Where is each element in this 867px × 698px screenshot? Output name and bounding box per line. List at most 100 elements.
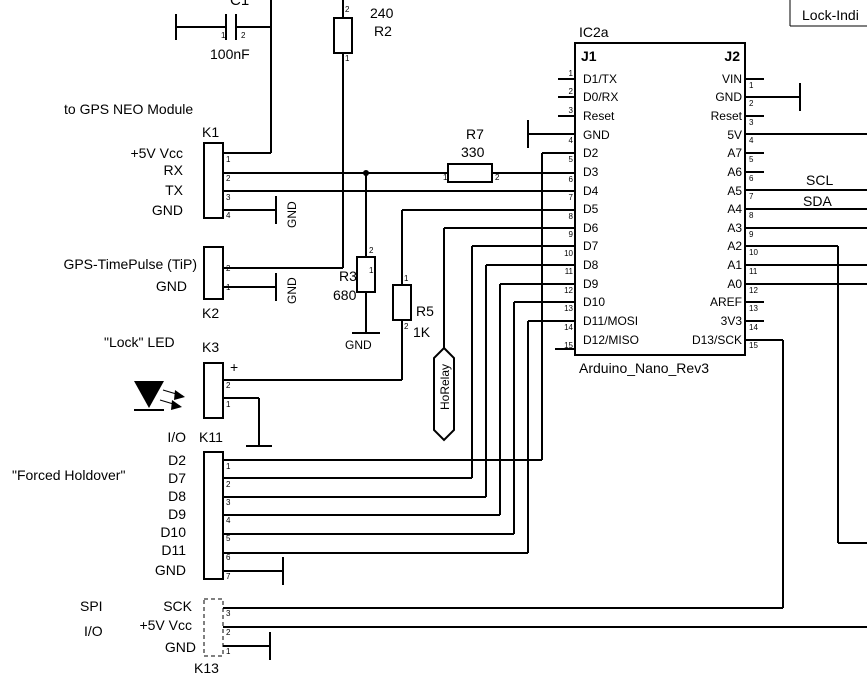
k3-pin-num: 2 [226,381,231,390]
j1-pin-num: 3 [569,106,574,115]
j2-pin-label: GND [715,90,742,104]
k13-ref: K13 [194,660,219,676]
k1-pin-label: RX [164,162,184,178]
j1-pin-num: 6 [569,175,574,184]
r2-pin1-num: 1 [345,54,350,63]
k11-pin-label: D7 [168,470,186,486]
j2-pin-num: 14 [749,323,758,332]
k13-pin-label: SCK [163,598,192,614]
k13-pin-num: 2 [226,628,231,637]
r5-pin2-num: 2 [404,322,409,331]
j2-pin-label: AREF [710,295,742,309]
k11-pin-label: D9 [168,506,186,522]
j1-pin-num: 4 [569,136,574,145]
j2-pin-num: 12 [749,286,758,295]
k13-pin-label: GND [165,639,196,655]
r2-value: 240 [370,5,394,21]
k11-pin-num: 7 [226,572,231,581]
r5-value: 1K [413,324,431,340]
resistor-r2: 240 R2 2 1 [333,0,394,268]
j1-pin-label: D6 [583,221,599,235]
header-k11: I/O K11 "Forced Holdover" D2 D7 D8 D9 D1… [12,152,575,585]
j1-pin-label: D3 [583,165,599,179]
j2-pin-num: 15 [749,341,758,350]
ic-name: Arduino_Nano_Rev3 [579,360,709,376]
lock-indicator-label: Lock-Indi [802,7,859,23]
k2-title: GPS-TimePulse (TiP) [63,256,197,272]
j2-pin-label: A1 [727,258,742,272]
k13-pin-num: 3 [226,609,231,618]
gnd-label: GND [285,201,299,228]
j1-pin-num: 11 [565,267,574,276]
j1-pin-label: D12/MISO [583,333,639,347]
j1-pin-num: 10 [564,249,573,258]
j1-pin-label: D8 [583,258,599,272]
header-k3: "Lock" LED K3 + 2 1 [104,334,272,447]
k11-pin-num: 2 [226,480,231,489]
j1-pin-num: 2 [569,87,574,96]
k3-ref: K3 [202,339,219,355]
lock-indicator-block: Lock-Indi [789,0,867,27]
j2-pin-num: 6 [749,174,754,183]
j1-pin-num: 12 [564,286,573,295]
r2-pin2-num: 2 [345,5,350,14]
j2-pin-label: 3V3 [721,314,743,328]
k2-pin-label: GND [156,278,187,294]
k1-pin-label: TX [165,182,184,198]
r5-ref: R5 [416,303,434,319]
j2-pin-label: A2 [727,239,742,253]
capacitor-c1: C1 100nF 1 2 [175,0,272,153]
k11-pin-label: D8 [168,488,186,504]
j1-pin-label: Reset [583,109,615,123]
k11-pin-num: 6 [226,553,231,562]
j2-pin-num: 2 [749,99,754,108]
j2-pin-num: 1 [749,81,754,90]
k3-pin-num: 1 [226,400,231,409]
j1-pin-label: D9 [583,277,599,291]
k11-pin-num: 1 [226,462,231,471]
j2-pin-num: 10 [749,248,758,257]
k1-pin-num: 4 [226,211,231,220]
k11-pin-num: 3 [226,498,231,507]
ic-j2-label: J2 [724,48,740,64]
r7-ref: R7 [466,126,484,142]
k11-pin-label: D10 [160,524,186,540]
k1-pin-num: 3 [226,193,231,202]
led-icon [134,381,185,411]
k11-title: "Forced Holdover" [12,467,125,483]
sda-net-label: SDA [803,193,832,209]
j2-pin-num: 13 [749,304,758,313]
j1-pin-num: 14 [564,323,573,332]
j1-pin-label: D5 [583,202,599,216]
k3-plus: + [230,359,238,375]
k1-pin-num: 2 [226,174,231,183]
j2-pin-label: A4 [727,202,742,216]
k1-pin-label: +5V Vcc [130,145,183,161]
j1-pin-label: D2 [583,146,599,160]
j2-pin-num: 11 [749,267,758,276]
k3-title: "Lock" LED [104,334,175,350]
k11-pin-label: GND [155,562,186,578]
j2-pin-label: A6 [727,165,742,179]
gnd-label: GND [345,338,372,352]
j1-pin-num: 7 [569,193,574,202]
j1-pin-list: D1/TX D0/RX Reset GND D2 D3 D4 D5 D6 D7 … [527,69,639,350]
k11-pin-num: 5 [226,534,231,543]
j2-pin-label: Reset [711,109,743,123]
k11-io: I/O [167,429,186,445]
j1-pin-label: D10 [583,295,605,309]
j1-pin-num: 5 [569,155,574,164]
j2-pin-num: 8 [749,211,754,220]
k1-ref: K1 [202,124,219,140]
r5-pin1-num: 1 [404,274,409,283]
j1-pin-label: GND [583,128,610,142]
j2-pin-label: A3 [727,221,742,235]
j2-pin-label: VIN [722,72,742,86]
j2-pin-label: A0 [727,277,742,291]
r3-value: 680 [333,287,357,303]
r7-value: 330 [461,144,485,160]
k11-pin-label: D11 [161,542,186,558]
j1-pin-label: D4 [583,184,599,198]
c1-value: 100nF [210,46,250,62]
j1-pin-num: 9 [569,230,574,239]
